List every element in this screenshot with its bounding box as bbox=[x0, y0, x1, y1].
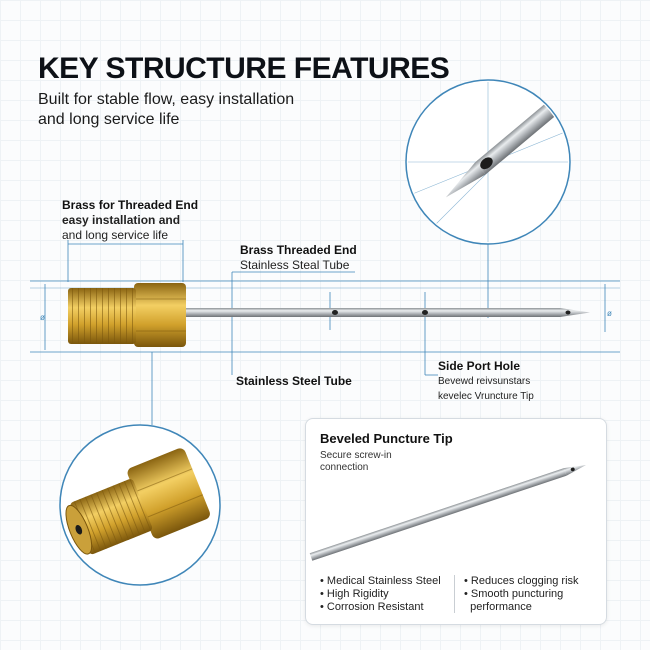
callout-side-line2: kevelec Vruncture Tip bbox=[438, 391, 534, 402]
card-subtitle: Secure screw-in connection bbox=[320, 450, 430, 474]
thread-magnifier bbox=[59, 424, 221, 586]
page-subtitle: Built for stable flow, easy installation… bbox=[38, 90, 294, 130]
dimension-marks: ø ø bbox=[40, 309, 612, 322]
needle-main bbox=[68, 283, 590, 347]
feature-item: Medical Stainless Steel bbox=[320, 575, 441, 588]
callout-brass-line2: and long service life bbox=[62, 228, 169, 242]
callout-tube: Stainless Steel Tube bbox=[236, 374, 352, 389]
callout-side-title: Side Port Hole bbox=[438, 359, 521, 373]
callout-brass-line1: easy installation and bbox=[62, 213, 181, 227]
callout-side-port: Side Port Hole Bevewd reivsunstars kevel… bbox=[438, 359, 534, 404]
card-title: Beveled Puncture Tip bbox=[320, 431, 453, 446]
subtitle-line-2: and long service life bbox=[38, 111, 180, 128]
callout-brass: Brass for Threaded End easy installation… bbox=[62, 198, 198, 243]
subtitle-line-1: Built for stable flow, easy installation bbox=[38, 91, 295, 108]
feature-item: Reduces clogging risk bbox=[464, 575, 579, 588]
callout-side-line1: Bevewd reivsunstars bbox=[438, 376, 531, 387]
card-sub-line2: connection bbox=[320, 462, 369, 473]
callout-threaded-sub: Stainless Steal Tube bbox=[240, 258, 350, 272]
card-sub-line1: Secure screw-in bbox=[320, 450, 392, 461]
feature-item: High Rigidity bbox=[320, 588, 441, 601]
svg-text:ø: ø bbox=[40, 313, 45, 322]
callout-brass-title: Brass for Threaded End bbox=[62, 198, 199, 212]
feature-item-cont: performance bbox=[470, 601, 532, 613]
feature-item: Corrosion Resistant bbox=[320, 601, 441, 614]
page-title: KEY STRUCTURE FEATURES bbox=[38, 52, 450, 85]
feature-item: Smooth puncturing bbox=[464, 588, 579, 601]
tip-info-card: Beveled Puncture Tip Secure screw-in con… bbox=[305, 418, 607, 625]
features-right: Reduces clogging risk Smooth puncturing … bbox=[464, 575, 579, 614]
tip-magnifier bbox=[405, 79, 571, 245]
card-needle-image bbox=[309, 464, 587, 561]
feature-item: performance bbox=[464, 601, 579, 614]
callout-tube-title: Stainless Steel Tube bbox=[236, 374, 352, 388]
svg-text:ø: ø bbox=[607, 309, 612, 318]
features-left: Medical Stainless Steel High Rigidity Co… bbox=[320, 575, 441, 614]
callout-threaded-title: Brass Threaded End bbox=[240, 243, 357, 257]
feature-divider bbox=[454, 575, 455, 613]
callout-threaded: Brass Threaded End Stainless Steal Tube bbox=[240, 243, 357, 273]
